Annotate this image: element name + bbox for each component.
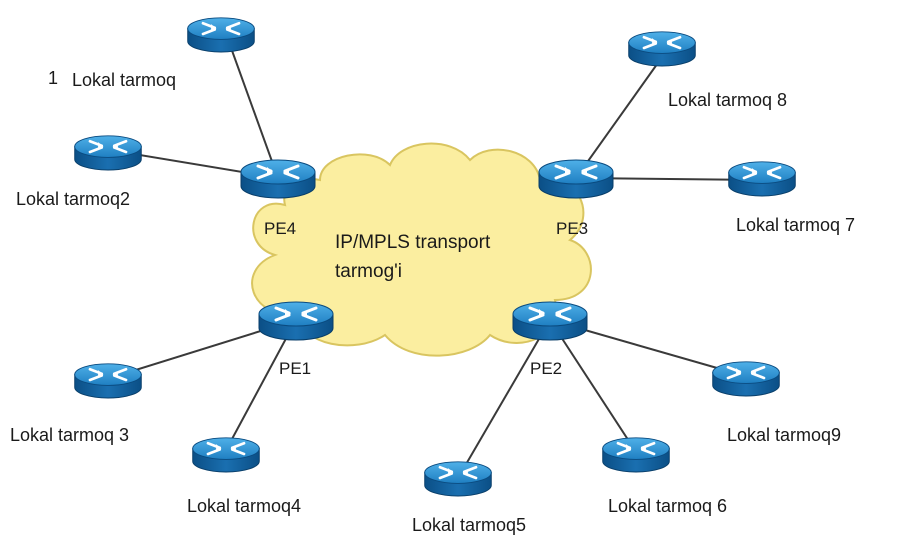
pe4-router-icon — [239, 158, 317, 200]
link-pe3-n8 — [575, 59, 661, 179]
local-network-4-label: Lokal tarmoq4 — [187, 496, 302, 516]
link-pe4-n1 — [229, 44, 279, 179]
local-network-6-label: Lokal tarmoq 6 — [608, 496, 728, 516]
cloud-label-line1: IP/MPLS transport — [335, 232, 491, 253]
local-network-7-label: Lokal tarmoq 7 — [736, 215, 856, 235]
local-router-8-icon — [627, 30, 697, 68]
cloud-label: IP/MPLS transport tarmog'i — [335, 228, 490, 286]
local-router-9-icon — [711, 360, 781, 398]
local-router-5-icon — [423, 460, 493, 498]
local-router-3-icon — [73, 362, 143, 400]
local-network-9-label: Lokal tarmoq9 — [727, 425, 842, 445]
link-pe2-n6 — [549, 319, 637, 453]
link-pe2-n5 — [457, 319, 551, 479]
pe3-router-icon — [537, 158, 615, 200]
pe4-label: PE4 — [264, 219, 297, 238]
local-network-2-label: Lokal tarmoq2 — [16, 189, 131, 209]
pe1-router-icon — [257, 300, 335, 342]
local-network-3-label: Lokal tarmoq 3 — [10, 425, 130, 445]
local-router-4-icon — [191, 436, 261, 474]
local-router-1-icon — [186, 16, 256, 54]
local-router-7-icon — [727, 160, 797, 198]
local-network-5-label: Lokal tarmoq5 — [412, 515, 527, 535]
link-pe1-n4 — [224, 319, 297, 453]
local-network-1-label: Lokal tarmoq — [72, 70, 177, 90]
pe3-label: PE3 — [556, 219, 589, 238]
local-network-8-label: Lokal tarmoq 8 — [668, 90, 788, 110]
pe2-label: PE2 — [530, 359, 563, 378]
cloud-label-line2: tarmog'i — [335, 261, 402, 282]
pe2-router-icon — [511, 300, 589, 342]
pe1-label: PE1 — [279, 359, 312, 378]
local-router-2-icon — [73, 134, 143, 172]
local-network-1-number: 1 — [48, 68, 59, 88]
local-router-6-icon — [601, 436, 671, 474]
